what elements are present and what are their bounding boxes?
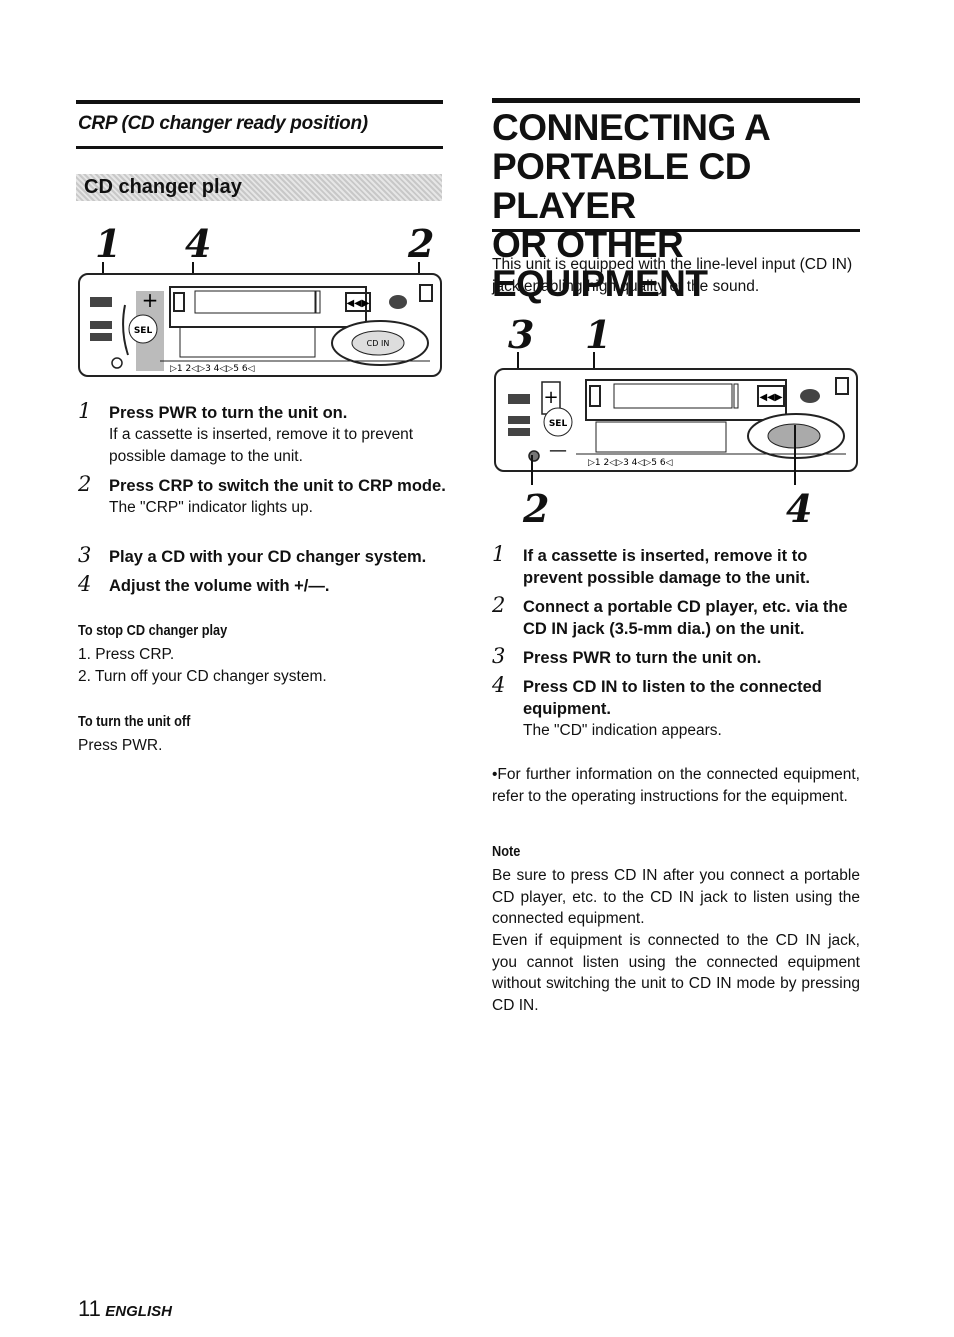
left-title-rule — [76, 146, 443, 149]
bullet-note: •For further information on the connecte… — [492, 766, 860, 805]
svg-text:CD IN: CD IN — [367, 339, 390, 348]
callout-2: 2 — [408, 221, 435, 266]
svg-text:—: — — [549, 440, 567, 461]
step-text: Connect a portable CD player, etc. via t… — [523, 598, 848, 638]
left-step-2: 2 Press CRP to switch the unit to CRP mo… — [78, 472, 446, 519]
svg-text:◀◀▶: ◀◀▶ — [346, 298, 369, 309]
svg-text:◀◀▶: ◀◀▶ — [759, 392, 782, 403]
right-title-rule — [492, 229, 860, 232]
callout-2r: 2 — [523, 486, 550, 531]
step-number: 3 — [492, 644, 506, 668]
title-line-1: CONNECTING A — [492, 107, 771, 148]
page-number: 11 — [78, 1296, 101, 1321]
left-top-rule — [76, 100, 443, 104]
page-footer: 11 ENGLISH — [78, 1296, 172, 1322]
left-step-3: 3 Play a CD with your CD changer system. — [78, 543, 446, 568]
callout-1r: 1 — [585, 312, 612, 357]
off-heading: To turn the unit off — [78, 713, 191, 730]
right-top-rule — [492, 98, 860, 103]
step-text: If a cassette is inserted, remove it to … — [523, 547, 810, 587]
callout-4: 4 — [185, 221, 212, 266]
step-sub: If a cassette is inserted, remove it to … — [109, 426, 414, 465]
step-number: 3 — [78, 543, 92, 567]
section-badge: CD changer play — [76, 174, 442, 201]
step-number: 1 — [492, 542, 506, 566]
right-step-4: 4 Press CD IN to listen to the connected… — [492, 673, 860, 742]
step-number: 1 — [78, 399, 92, 423]
left-step-1: 1 Press PWR to turn the unit on. If a ca… — [78, 399, 446, 468]
svg-text:SEL: SEL — [134, 326, 153, 336]
right-step-3: 3 Press PWR to turn the unit on. — [492, 644, 860, 669]
stereo-unit-illustration-2: + SEL — ◀◀▶ ▷1 2◁▷3 4◁▷5 6◁ — [494, 368, 858, 472]
step-text: Press PWR to turn the unit on. — [109, 404, 348, 422]
step-text: Press CRP to switch the unit to CRP mode… — [109, 477, 446, 495]
note-heading: Note — [492, 843, 521, 860]
off-text: Press PWR. — [78, 737, 163, 754]
right-step-2: 2 Connect a portable CD player, etc. via… — [492, 593, 860, 640]
stop-line-1: 1. Press CRP. — [78, 646, 175, 663]
step-number: 4 — [492, 673, 506, 697]
callout-3: 3 — [508, 312, 535, 357]
stereo-front-panel: + SEL ◀◀▶ CD IN ▷1 2◁▷3 4◁▷5 6◁ — [90, 284, 433, 374]
left-step-4: 4 Adjust the volume with +/—. — [78, 572, 446, 597]
note-text-2: Even if equipment is connected to the CD… — [492, 932, 860, 1014]
callout-line-1r — [593, 352, 595, 382]
note-text-1: Be sure to press CD IN after you connect… — [492, 867, 860, 927]
svg-text:+: + — [543, 387, 558, 408]
step-sub: The "CD" indication appears. — [523, 722, 722, 739]
right-step-1: 1 If a cassette is inserted, remove it t… — [492, 542, 860, 589]
step-number: 4 — [78, 572, 92, 596]
callout-line-2r — [531, 455, 533, 485]
callout-line-4r — [794, 425, 796, 485]
svg-text:SEL: SEL — [549, 419, 568, 429]
stereo-unit-illustration: + SEL ◀◀▶ CD IN ▷1 2◁▷3 4◁▷5 6◁ — [78, 273, 442, 377]
intro-text: This unit is equipped with the line-leve… — [492, 256, 853, 295]
step-number: 2 — [78, 472, 92, 496]
stereo-front-panel-2: + SEL — ◀◀▶ ▷1 2◁▷3 4◁▷5 6◁ — [508, 377, 849, 468]
svg-text:▷1 2◁▷3 4◁▷5 6◁: ▷1 2◁▷3 4◁▷5 6◁ — [170, 364, 255, 374]
svg-text:+: + — [142, 288, 159, 312]
step-text: Press CD IN to listen to the connected e… — [523, 678, 822, 718]
step-text: Adjust the volume with +/—. — [109, 577, 330, 595]
footer-language: ENGLISH — [105, 1303, 172, 1320]
stop-heading: To stop CD changer play — [78, 622, 228, 639]
stop-line-2: 2. Turn off your CD changer system. — [78, 668, 327, 685]
svg-text:▷1 2◁▷3 4◁▷5 6◁: ▷1 2◁▷3 4◁▷5 6◁ — [588, 458, 673, 468]
step-number: 2 — [492, 593, 506, 617]
section-title: CRP (CD changer ready position) — [78, 113, 368, 134]
step-sub: The "CRP" indicator lights up. — [109, 499, 313, 516]
callout-4r: 4 — [786, 486, 813, 531]
title-line-2: PORTABLE CD PLAYER — [492, 146, 751, 226]
step-text: Press PWR to turn the unit on. — [523, 649, 762, 667]
step-text: Play a CD with your CD changer system. — [109, 548, 427, 566]
callout-1: 1 — [95, 221, 122, 266]
